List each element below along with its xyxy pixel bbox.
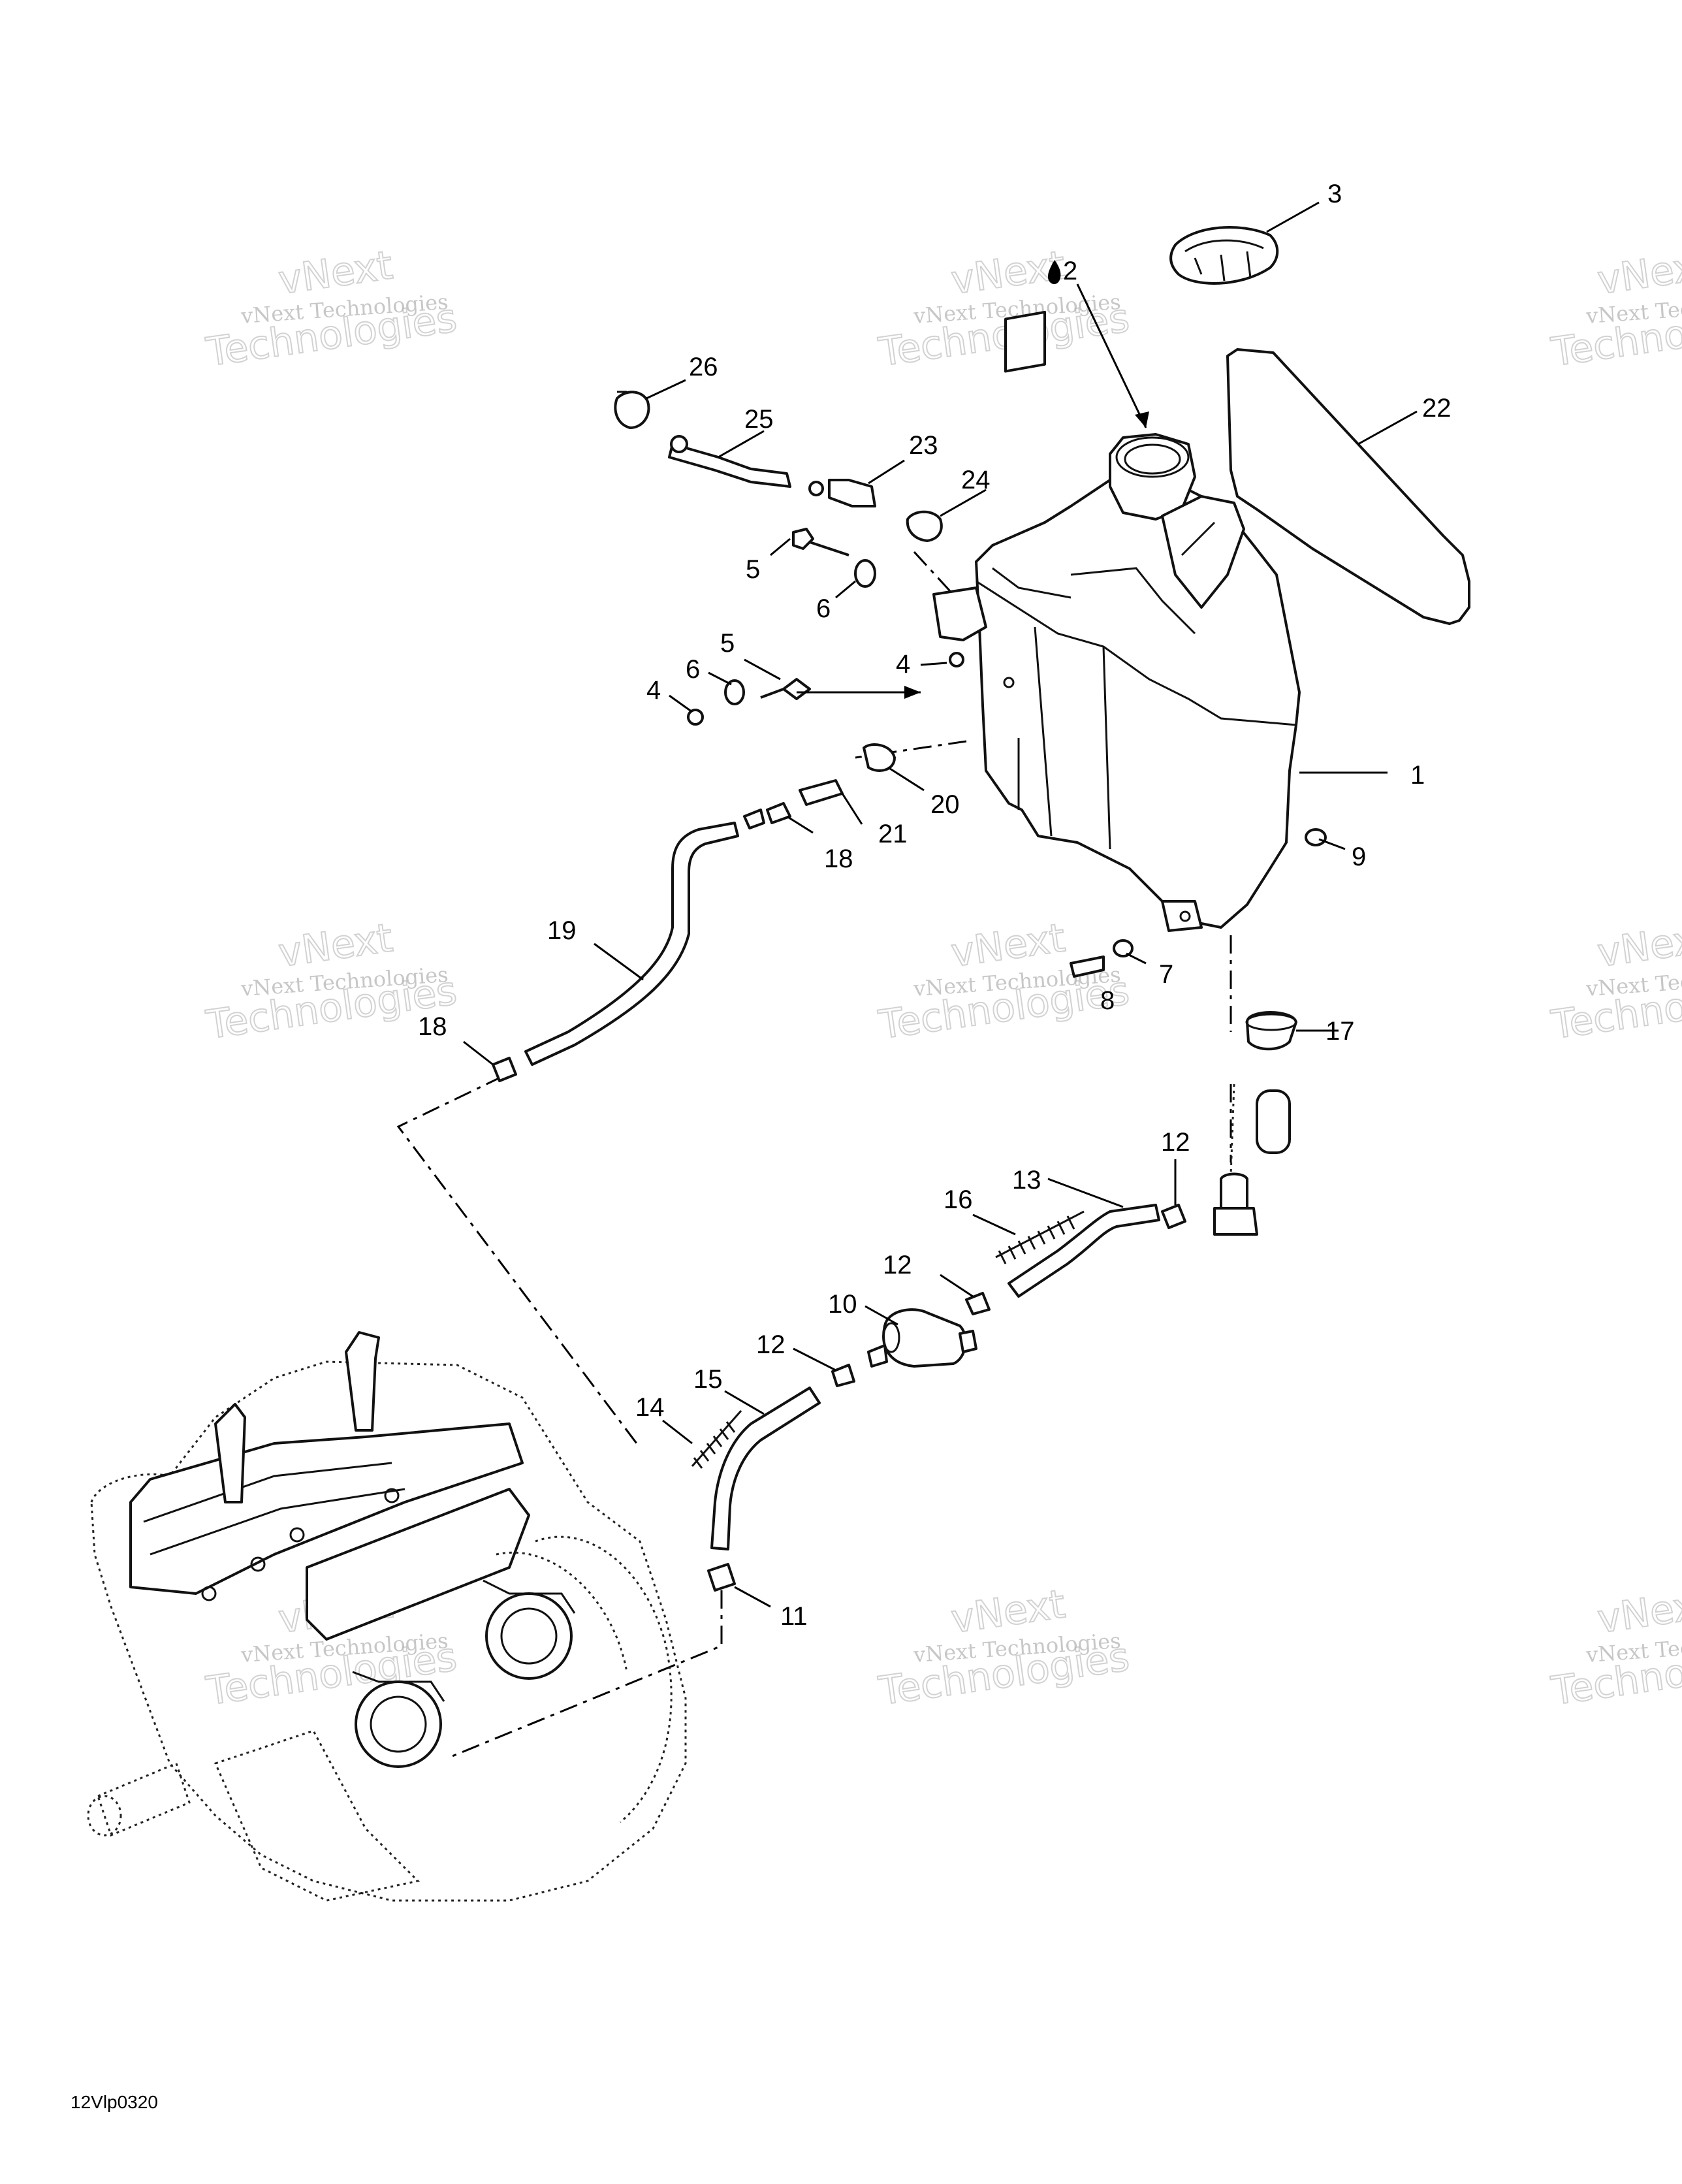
- callout-12c: 12: [756, 1330, 785, 1359]
- callout-24: 24: [961, 466, 991, 494]
- callout-13: 13: [1012, 1166, 1041, 1195]
- vent-assembly: [614, 391, 943, 542]
- callout-8: 8: [1100, 986, 1115, 1015]
- spring-16: [995, 1210, 1085, 1264]
- watermark-top-left: vNext vNext Technologies Technologies: [202, 242, 460, 376]
- callout-18b: 18: [418, 1012, 447, 1041]
- inline-filter: [867, 1308, 977, 1368]
- callout-18a: 18: [824, 844, 853, 873]
- spring-14: [691, 1410, 742, 1469]
- callout-4a: 4: [646, 676, 661, 705]
- callout-19: 19: [547, 916, 577, 945]
- callout-5b: 5: [720, 629, 735, 658]
- routing-lines: [396, 551, 1232, 1758]
- watermark-top-right: vNext vNext Technologies Technologies: [1547, 242, 1682, 376]
- fasteners: [687, 528, 1327, 978]
- watermark-low-right: vNext vNext Technologies Technologies: [1547, 1581, 1682, 1715]
- watermark-mid-right: vNext vNext Technologies Technologies: [1547, 914, 1682, 1049]
- hose-15: [710, 1387, 821, 1550]
- hose-13: [1008, 1204, 1160, 1298]
- callout-16: 16: [944, 1185, 973, 1214]
- callout-14: 14: [635, 1393, 665, 1422]
- callout-10: 10: [828, 1290, 857, 1319]
- panel: [1226, 348, 1470, 625]
- callout-labels: 1 2 3 4 4 5 5 6 6 7 8 9 10 11 12 12 12 1…: [418, 180, 1452, 1631]
- callout-12b: 12: [883, 1251, 912, 1279]
- hose-19: [492, 822, 739, 1082]
- callout-11: 11: [780, 1602, 808, 1631]
- diagram-code: 12Vlp0320: [71, 2092, 158, 2112]
- svg-text:vNext: vNext: [1595, 915, 1682, 976]
- watermark-mid-center: vNext vNext Technologies Technologies: [875, 914, 1132, 1049]
- outlet-fittings: [743, 743, 1297, 1051]
- callout-1: 1: [1410, 761, 1425, 790]
- callout-6a: 6: [816, 594, 831, 623]
- strainer-assembly: [1161, 1084, 1291, 1236]
- tank-cap: [1169, 226, 1279, 285]
- svg-text:vNext: vNext: [1595, 242, 1682, 304]
- callout-4b: 4: [896, 650, 910, 679]
- arrow-heads: [904, 411, 1149, 699]
- callout-15: 15: [693, 1365, 723, 1394]
- callout-21: 21: [878, 820, 908, 848]
- clamp-11: [707, 1563, 736, 1592]
- engine: [87, 1331, 687, 1902]
- callout-3: 3: [1327, 180, 1342, 208]
- watermark-top-center: vNext vNext Technologies Technologies: [875, 242, 1132, 376]
- callout-7: 7: [1159, 960, 1173, 989]
- oil-tank: [932, 310, 1301, 932]
- callout-17: 17: [1325, 1017, 1355, 1046]
- watermark-low-center: vNext vNext Technologies Technologies: [875, 1581, 1132, 1715]
- callout-22: 22: [1422, 394, 1452, 423]
- svg-text:vNext: vNext: [1595, 1581, 1682, 1643]
- callout-6b: 6: [686, 655, 700, 684]
- drop-icon: [1047, 260, 1061, 285]
- callout-2: 2: [1063, 257, 1077, 285]
- leader-lines: [463, 201, 1418, 1608]
- callout-25: 25: [744, 405, 774, 434]
- clamps-12: [831, 1292, 991, 1387]
- callout-12a: 12: [1161, 1128, 1190, 1157]
- callout-20: 20: [930, 790, 960, 819]
- callout-5a: 5: [746, 555, 760, 584]
- callout-26: 26: [689, 353, 718, 381]
- callout-9: 9: [1352, 843, 1366, 871]
- callout-23: 23: [909, 431, 938, 460]
